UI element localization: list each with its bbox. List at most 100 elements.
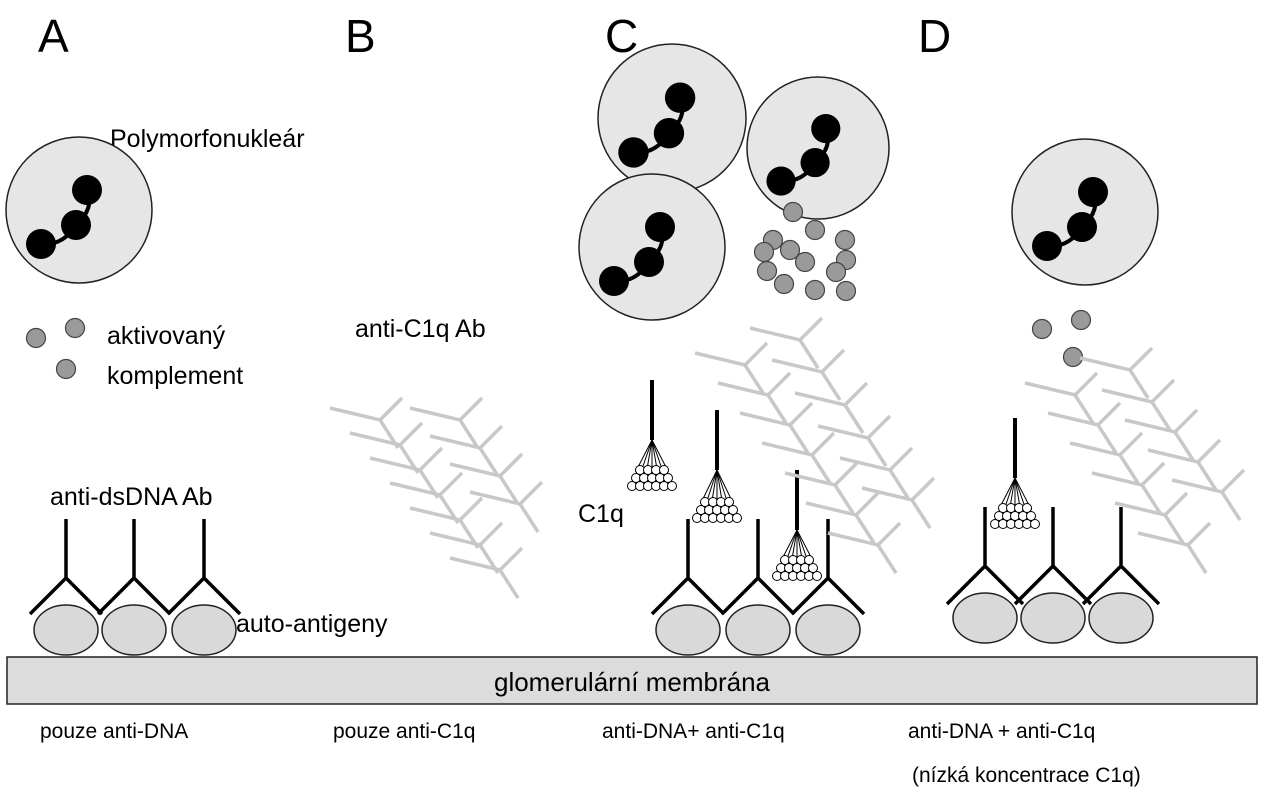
- complement-particle: [794, 251, 816, 273]
- c1q-label: C1q: [578, 500, 624, 528]
- anti-c1q-antibody: [1101, 378, 1176, 431]
- nucleus-lobe: [653, 117, 685, 149]
- anti-c1q-antibody: [1147, 438, 1222, 491]
- anti-dsdna-antibody: [945, 507, 1025, 606]
- anti-c1q-antibody: [794, 381, 869, 434]
- caption-a: pouze anti-DNA: [40, 720, 188, 743]
- neutrophil-cell: [5, 136, 153, 284]
- neutrophil-cell: [746, 76, 890, 220]
- caption-d: anti-DNA + anti-C1q: [908, 720, 1095, 743]
- caption-c: anti-DNA+ anti-C1q: [602, 720, 785, 743]
- auto-antigen: [1088, 592, 1154, 644]
- auto-antigens-label: auto-antigeny: [236, 610, 388, 638]
- auto-antigen: [952, 592, 1018, 644]
- nucleus-lobe: [599, 266, 629, 296]
- anti-dsdna-antibody: [790, 519, 866, 616]
- anti-c1q-antibody: [449, 452, 524, 505]
- complement-particle: [1070, 309, 1092, 331]
- c1q-head: [1030, 519, 1040, 529]
- nucleus-lobe: [811, 113, 841, 144]
- nucleus-lobe: [1032, 231, 1062, 261]
- anti-c1q-antibody: [771, 348, 846, 401]
- c1q-head: [812, 571, 822, 581]
- neutrophil-cell: [578, 173, 726, 321]
- complement-particle: [773, 273, 795, 295]
- c1q-molecule: [627, 380, 677, 491]
- auto-antigen: [1020, 592, 1086, 644]
- anti-c1q-antibody: [1124, 408, 1199, 461]
- membrane-label: glomerulární membrána: [494, 667, 771, 697]
- c1q-head: [728, 505, 738, 515]
- panel-letter-b: B: [345, 10, 376, 62]
- caption-d-note: (nízká koncentrace C1q): [912, 764, 1141, 787]
- anti-c1q-antibody: [694, 341, 769, 394]
- c1q-molecule: [692, 410, 742, 523]
- c1q-molecule: [990, 418, 1040, 529]
- neutrophil-label: Polymorfonukleár: [110, 125, 305, 153]
- complement-particle: [55, 358, 77, 380]
- anti-c1q-antibody: [761, 431, 836, 484]
- nucleus-lobe: [634, 247, 664, 277]
- anti-dsdna-ab-label: anti-dsDNA Ab: [50, 483, 213, 511]
- anti-dsdna-antibody: [28, 519, 104, 616]
- c1q-molecule: [772, 470, 822, 581]
- neutrophil-body: [578, 173, 726, 321]
- anti-c1q-antibody: [817, 414, 892, 467]
- c1q-head: [667, 481, 677, 491]
- c1q-head: [663, 473, 673, 483]
- anti-c1q-antibody: [1114, 491, 1189, 544]
- anti-dsdna-antibody: [166, 519, 242, 616]
- panel-letter-d: D: [918, 10, 951, 62]
- auto-antigen: [101, 604, 167, 656]
- complement-particle: [1062, 346, 1084, 368]
- complement-particle: [756, 260, 778, 282]
- nucleus-lobe: [645, 212, 675, 242]
- complement-label-line2: komplement: [107, 362, 243, 390]
- glomerular-membrane: [6, 656, 1258, 705]
- anti-c1q-antibody: [1069, 431, 1144, 484]
- anti-c1q-antibody: [1137, 521, 1212, 574]
- anti-c1q-antibody: [1047, 401, 1122, 454]
- anti-dsdna-antibody: [1013, 507, 1093, 606]
- panel-letter-c: C: [605, 10, 638, 62]
- c1q-head: [659, 465, 669, 475]
- panel-letter-a: A: [38, 10, 69, 62]
- anti-dsdna-antibody: [720, 519, 796, 616]
- complement-particle: [753, 241, 775, 263]
- complement-particle: [834, 229, 856, 251]
- anti-c1q-antibody: [1091, 461, 1166, 514]
- nucleus-lobe: [766, 166, 796, 196]
- anti-c1q-antibody: [827, 521, 902, 574]
- anti-c1q-antibody: [1024, 371, 1099, 424]
- nucleus-lobe: [800, 148, 830, 178]
- anti-c1q-antibody: [429, 424, 504, 477]
- neutrophil-body: [5, 136, 153, 284]
- complement-label-line1: aktivovaný: [107, 322, 226, 350]
- complement-particle: [825, 261, 847, 283]
- nucleus-lobe: [72, 175, 102, 205]
- anti-dsdna-antibody: [650, 519, 726, 616]
- c1q-head: [804, 555, 814, 565]
- complement-particle: [804, 279, 826, 301]
- anti-c1q-antibody: [717, 371, 792, 424]
- anti-dsdna-antibody: [1081, 507, 1161, 606]
- complement-particle: [1031, 318, 1053, 340]
- nucleus-lobe: [61, 210, 91, 240]
- auto-antigen: [795, 604, 861, 656]
- auto-antigen: [655, 604, 721, 656]
- c1q-head: [808, 563, 818, 573]
- anti-c1q-antibody: [1171, 468, 1246, 521]
- c1q-head: [1026, 511, 1036, 521]
- anti-c1q-antibody: [449, 546, 524, 599]
- anti-c1q-antibody: [784, 461, 859, 514]
- anti-c1q-antibody: [839, 446, 914, 499]
- anti-c1q-antibody: [861, 476, 936, 529]
- nucleus-lobe: [664, 82, 696, 113]
- neutrophil-body: [746, 76, 890, 220]
- anti-c1q-antibody: [749, 316, 824, 369]
- anti-dsdna-antibody: [96, 519, 172, 616]
- nucleus-lobe: [1078, 177, 1108, 207]
- c1q-head: [1022, 503, 1032, 513]
- anti-c1q-antibody: [739, 401, 814, 454]
